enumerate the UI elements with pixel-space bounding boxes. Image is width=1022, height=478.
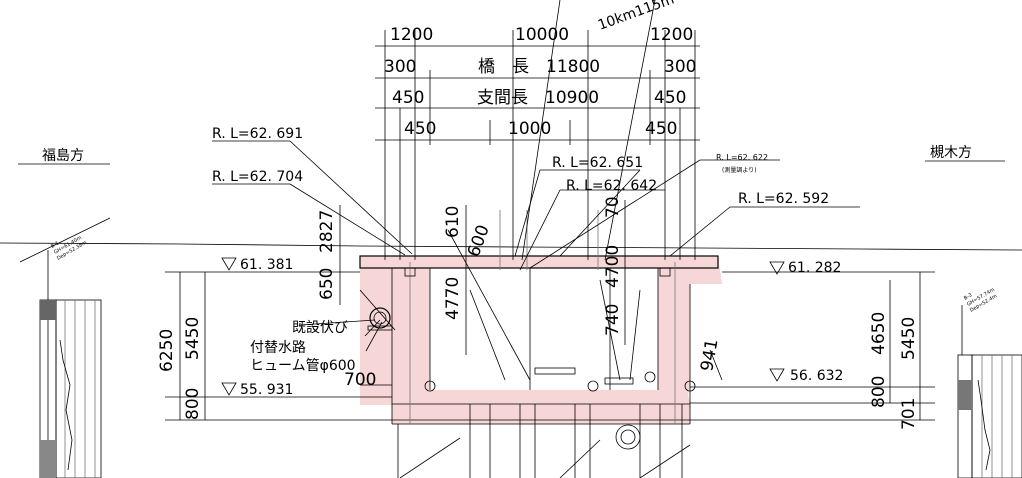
hume-pipe xyxy=(367,307,393,331)
span-length: 支間長 10900 xyxy=(477,88,599,108)
dim-1200-left: 1200 xyxy=(390,25,433,45)
piles xyxy=(397,404,691,478)
dim-1000: 1000 xyxy=(508,119,551,139)
borehole-log-right xyxy=(957,305,1022,478)
dim-v-701: 701 xyxy=(899,398,919,430)
dim-v-941: 941 xyxy=(697,337,722,372)
bearing-details xyxy=(404,267,696,392)
dim-1200-right: 1200 xyxy=(650,25,693,45)
dim-v-2827: 2827 xyxy=(317,210,337,253)
rl-62691: R. L=62. 691 xyxy=(212,126,303,142)
dim-450-left-row4: 450 xyxy=(404,119,436,139)
rl-62622-note: (測量調より) xyxy=(722,166,757,174)
culvert-concrete xyxy=(360,256,722,424)
dim-v-800-right: 800 xyxy=(869,376,889,408)
dim-v-70: 70 xyxy=(603,196,623,218)
culvert-outline xyxy=(359,210,719,425)
rl-62704: R. L=62. 704 xyxy=(212,169,303,185)
dim-v-4700: 4700 xyxy=(603,245,623,288)
rl-reference-lines xyxy=(212,140,860,208)
vertical-dimensions xyxy=(179,200,921,420)
borehole-right-id: B-3 xyxy=(963,292,973,301)
dim-300-left: 300 xyxy=(384,57,416,77)
wl-61282: 61. 282 xyxy=(788,260,841,276)
dim-10000: 10000 xyxy=(515,25,569,45)
borehole-log-left xyxy=(39,250,102,478)
dim-v-740: 740 xyxy=(603,304,623,336)
dimension-chains xyxy=(375,30,700,260)
direction-label-right: 槻木方 xyxy=(930,144,972,161)
wl-61381: 61. 381 xyxy=(240,257,293,273)
dim-450-right-row4: 450 xyxy=(645,119,677,139)
dim-v-5450-right: 5450 xyxy=(899,317,919,360)
ground-slope-left xyxy=(19,217,111,263)
dim-v-4650: 4650 xyxy=(869,312,889,355)
pipe-note-line1: 既設伏び xyxy=(292,320,348,336)
pipe-note-line2: 付替水路 xyxy=(250,340,306,356)
dim-700: 700 xyxy=(344,370,376,390)
dim-v-800-left: 800 xyxy=(183,388,203,420)
dim-v-6250: 6250 xyxy=(157,329,177,372)
rl-62592: R. L=62. 592 xyxy=(738,191,829,207)
dim-v-600: 600 xyxy=(464,222,494,259)
dim-v-650: 650 xyxy=(317,268,337,300)
dim-v-610: 610 xyxy=(443,206,463,238)
borehole-left-id: B-1 xyxy=(50,240,60,249)
dim-450-right-row3: 450 xyxy=(654,88,686,108)
dim-v-5450-left: 5450 xyxy=(183,317,203,360)
pipe-note-line3: ヒューム管φ600 xyxy=(250,358,356,374)
rl-62642: R. L=62. 642 xyxy=(566,178,657,194)
ground-line xyxy=(0,242,1022,251)
rl-62651: R. L=62. 651 xyxy=(552,155,643,171)
wl-55931: 55. 931 xyxy=(240,382,293,398)
level-markers xyxy=(221,257,785,396)
dim-v-4770: 4770 xyxy=(443,277,463,320)
rl-62622: R. L=62. 622 xyxy=(716,153,768,162)
dim-300-right: 300 xyxy=(664,57,696,77)
direction-label-left: 福島方 xyxy=(42,148,84,164)
level-lines xyxy=(165,271,935,421)
wl-56632: 56. 632 xyxy=(790,368,843,384)
dim-450-left-row3: 450 xyxy=(392,88,424,108)
bridge-length: 橋 長 11800 xyxy=(478,57,600,77)
